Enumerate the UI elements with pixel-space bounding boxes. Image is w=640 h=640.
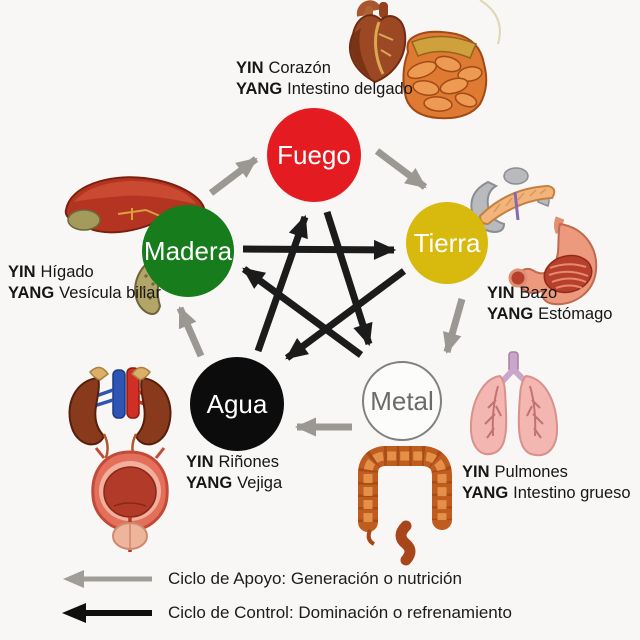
- element-label-tierra: Tierra: [414, 228, 481, 258]
- element-circle-tierra: [406, 202, 488, 284]
- metal-yin-organ: Pulmones: [494, 463, 568, 481]
- legend-control-row: Ciclo de Control: Dominación o refrenami…: [62, 602, 512, 624]
- yin-prefix: YIN: [186, 453, 214, 471]
- small-intestine-icon: [402, 30, 488, 120]
- yang-prefix: YANG: [487, 305, 534, 323]
- legend-control-text: Ciclo de Control: Dominación o refrenami…: [168, 603, 512, 622]
- fuego-yin-organ: Corazón: [268, 59, 331, 77]
- element-label-agua: Agua: [207, 389, 268, 419]
- element-label-madera: Madera: [144, 236, 233, 266]
- large-intestine-icon: [358, 446, 452, 566]
- tierra-yang-organ: Estómago: [538, 305, 613, 323]
- yin-prefix: YIN: [462, 463, 490, 481]
- stomach-icon: [508, 216, 598, 306]
- element-circle-madera: [142, 205, 234, 297]
- metal-yang-organ: Intestino grueso: [513, 484, 631, 502]
- legend-apoyo-row: Ciclo de Apoyo: Generación o nutrición: [62, 568, 462, 590]
- arrow-agua-madera: [176, 306, 205, 358]
- madera-yang-organ: Vesícula biliar: [59, 284, 161, 302]
- agua-yin-organ: Riñones: [218, 453, 280, 471]
- yang-prefix: YANG: [8, 284, 55, 302]
- arrow-madera-fuego: [208, 156, 259, 196]
- element-label-metal: Metal: [370, 386, 434, 416]
- yang-prefix: YANG: [236, 80, 283, 98]
- arrow-agua-fuego: [254, 214, 309, 353]
- yin-prefix: YIN: [8, 263, 36, 281]
- arrow-tierra-metal: [443, 298, 466, 355]
- element-circle-fuego: [267, 108, 361, 202]
- element-circle-metal: [362, 361, 442, 441]
- pancreas-spleen-icon: [470, 167, 556, 234]
- black-arrow-icon: [62, 603, 152, 623]
- element-label-fuego: Fuego: [277, 140, 351, 170]
- heart-icon: [349, 0, 407, 84]
- decorative-curve: [479, 0, 501, 45]
- generation-cycle-arrows: [176, 148, 466, 437]
- madera-yin-organ: Hígado: [40, 263, 94, 281]
- arrow-fuego-metal: [323, 210, 373, 347]
- legend-apoyo-text: Ciclo de Apoyo: Generación o nutrición: [168, 569, 462, 588]
- arrow-metal-madera: [241, 266, 364, 358]
- fuego-yang-organ: Intestino delgado: [287, 80, 413, 98]
- bladder-icon: [91, 447, 169, 552]
- control-cycle-arrows: [241, 210, 407, 361]
- arrow-tierra-agua: [284, 268, 407, 361]
- element-circle-agua: [190, 357, 284, 451]
- lungs-icon: [469, 351, 559, 457]
- arrow-fuego-tierra: [374, 148, 428, 190]
- arrow-madera-tierra: [242, 239, 397, 260]
- yin-prefix: YIN: [236, 59, 264, 77]
- agua-yang-organ: Vejiga: [237, 474, 283, 492]
- gray-arrow-icon: [63, 570, 152, 588]
- yang-prefix: YANG: [186, 474, 233, 492]
- yin-prefix: YIN: [487, 284, 515, 302]
- yang-prefix: YANG: [462, 484, 509, 502]
- tierra-yin-organ: Bazo: [519, 284, 558, 302]
- kidneys-icon: [68, 366, 172, 459]
